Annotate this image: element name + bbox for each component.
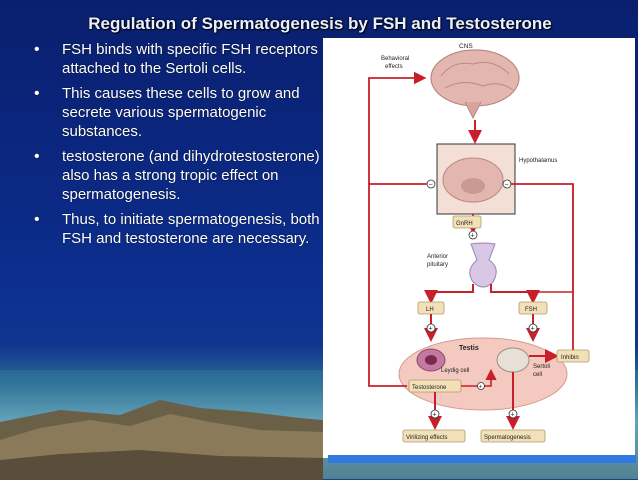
bullet-item: This causes these cells to grow and secr… bbox=[30, 84, 320, 141]
hypothalamus-label: Hypothalamus bbox=[519, 158, 557, 164]
minus-sign: − bbox=[429, 182, 433, 189]
bullet-list: FSH binds with specific FSH receptors at… bbox=[30, 40, 320, 254]
regulation-diagram: CNS Behavioral effects Hypothalamus − − … bbox=[368, 43, 590, 443]
plus-sign: + bbox=[471, 233, 475, 240]
plus-sign: + bbox=[433, 412, 437, 419]
bullet-item: FSH binds with specific FSH receptors at… bbox=[30, 40, 320, 78]
sertoli-cell-icon bbox=[496, 347, 530, 373]
minus-sign: − bbox=[505, 182, 509, 189]
sertoli-cell-label: cell bbox=[533, 372, 542, 378]
sertoli-label: Sertoli bbox=[533, 364, 550, 370]
brain-icon bbox=[430, 49, 520, 120]
inhibin-label: Inhibin bbox=[561, 355, 579, 361]
leydig-label: Leydig cell bbox=[441, 368, 469, 374]
spermatogenesis-label: Spermatogenesis bbox=[484, 435, 531, 441]
pituitary-label: pituitary bbox=[427, 262, 448, 268]
virilizing-label: Virilizing effects bbox=[406, 435, 447, 441]
plus-sign: + bbox=[531, 326, 535, 333]
leydig-cell-icon bbox=[416, 348, 446, 372]
plus-sign: + bbox=[429, 326, 433, 333]
fsh-label: FSH bbox=[525, 307, 537, 313]
behavioral-label: Behavioral bbox=[381, 56, 409, 62]
testis-label: Testis bbox=[459, 345, 479, 352]
lh-label: LH bbox=[426, 307, 434, 313]
testosterone-label: Testosterone bbox=[412, 385, 447, 391]
anterior-label: Anterior bbox=[427, 254, 448, 260]
diagram-figure: CNS Behavioral effects Hypothalamus − − … bbox=[323, 38, 635, 458]
behavioral-label-2: effects bbox=[385, 64, 403, 70]
bullet-item: testosterone (and dihydrotestosterone) a… bbox=[30, 147, 320, 204]
spermatogenesis-box bbox=[480, 429, 546, 443]
bullet-item: Thus, to initiate spermatogenesis, both … bbox=[30, 210, 320, 248]
gnrh-box bbox=[452, 215, 482, 229]
plus-sign: + bbox=[511, 412, 515, 419]
virilizing-box bbox=[402, 429, 466, 443]
figure-underline bbox=[328, 455, 636, 463]
gnrh-label: GnRH bbox=[456, 221, 473, 227]
cns-label: CNS bbox=[459, 43, 473, 50]
slide-title: Regulation of Spermatogenesis by FSH and… bbox=[88, 14, 552, 33]
plus-sign: + bbox=[479, 384, 483, 390]
pituitary-icon bbox=[469, 242, 497, 288]
